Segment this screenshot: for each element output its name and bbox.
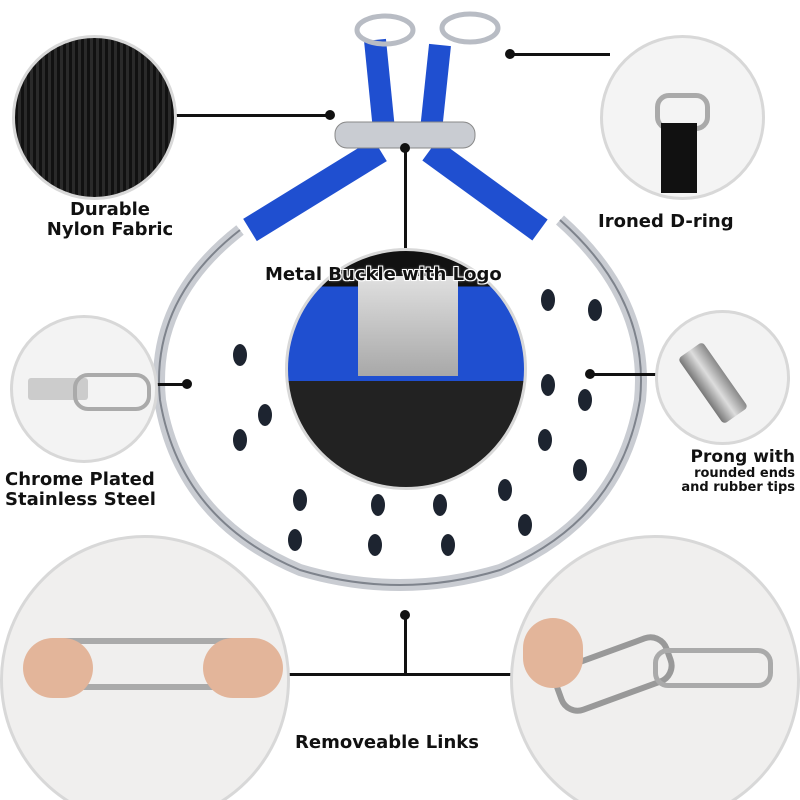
removable-links-right-image	[510, 535, 800, 800]
connector-dot	[182, 379, 192, 389]
connector-line	[510, 53, 610, 56]
connector-line	[170, 114, 330, 117]
removable-links-label: Removeable Links	[295, 732, 479, 753]
prong-tip-detail-image	[655, 310, 790, 445]
prong-label: Prong with rounded ends and rubber tips	[681, 447, 795, 495]
connector-dot	[400, 143, 410, 153]
metal-buckle-detail-image	[285, 248, 527, 490]
connector-line	[404, 148, 407, 258]
connector-dot	[505, 49, 515, 59]
connector-line	[285, 673, 515, 676]
rubber-tips	[233, 289, 602, 556]
metal-buckle-label: Metal Buckle with Logo	[265, 264, 502, 285]
connector-line	[590, 373, 660, 376]
chrome-link-detail-image	[10, 315, 158, 463]
d-ring-label: Ironed D-ring	[598, 211, 734, 232]
connector-dot	[585, 369, 595, 379]
connector-line	[404, 615, 407, 675]
connector-dot	[325, 110, 335, 120]
removable-links-left-image	[0, 535, 290, 800]
nylon-fabric-detail-image	[12, 35, 177, 200]
connector-dot	[400, 610, 410, 620]
d-ring-detail-image	[600, 35, 765, 200]
connector-line	[150, 383, 190, 386]
